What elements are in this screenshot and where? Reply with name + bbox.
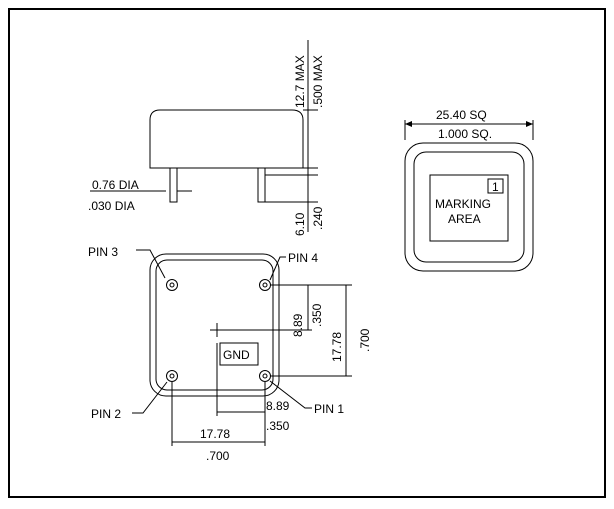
top-size-mm: 25.40 SQ: [436, 108, 487, 122]
pin-len-mm: 6.10: [293, 212, 307, 236]
top-body-outer: [404, 142, 534, 272]
half-h-in: .350: [266, 419, 290, 433]
pin4-pad: [259, 279, 271, 291]
gnd-box: [219, 342, 259, 366]
pin2-leader: [132, 381, 168, 414]
marking-badge: 1: [492, 180, 499, 194]
pin3-leader: [136, 249, 166, 279]
bottom-body-inner: [155, 259, 274, 391]
height-in: .500 MAX: [311, 55, 325, 108]
pin2-label: PIN 2: [91, 407, 121, 421]
full-h-mm: 17.78: [200, 427, 230, 441]
marking-line1: MARKING: [435, 197, 491, 211]
top-view: 25.40 SQ 1.000 SQ. 1 MARKING AREA: [404, 108, 534, 272]
pin4-label: PIN 4: [288, 251, 318, 265]
marking-area: [429, 174, 509, 242]
pin2-pad: [166, 370, 178, 382]
height-mm: 12.7 MAX: [293, 55, 307, 108]
side-view: 0.76 DIA .030 DIA 12.7 MAX .500 MAX 6.10…: [88, 40, 325, 236]
pin4-leader: [269, 256, 286, 281]
pin-dia-in: .030 DIA: [88, 199, 135, 213]
marking-line2: AREA: [448, 212, 481, 226]
drawing-frame: [8, 8, 606, 498]
pin-len-in: .240: [311, 206, 325, 230]
half-h-mm: 8.89: [266, 399, 290, 413]
full-h-in: .700: [206, 449, 230, 463]
half-v-mm: 8.89: [291, 313, 305, 337]
bottom-view: GND PIN 3 PIN 4 PIN 2 PIN 1 8.89 .350 17…: [88, 245, 372, 463]
pin1-marker: [487, 178, 504, 194]
side-body: [149, 109, 304, 169]
full-v-in: .700: [358, 328, 372, 352]
side-pin-left: [169, 167, 178, 203]
pin1-pad: [259, 370, 271, 382]
pin3-pad: [166, 279, 178, 291]
pin-dia-mm: 0.76 DIA: [92, 178, 139, 192]
bottom-body-outer: [149, 253, 280, 397]
half-v-in: .350: [310, 303, 324, 327]
top-body-inner: [413, 151, 525, 263]
pin1-leader: [269, 380, 312, 409]
full-v-mm: 17.78: [330, 332, 344, 362]
pin3-label: PIN 3: [88, 245, 118, 259]
side-pin-right: [257, 167, 266, 203]
top-size-in: 1.000 SQ.: [438, 127, 492, 141]
pin1-label: PIN 1: [314, 402, 344, 416]
gnd-label: GND: [223, 348, 250, 362]
